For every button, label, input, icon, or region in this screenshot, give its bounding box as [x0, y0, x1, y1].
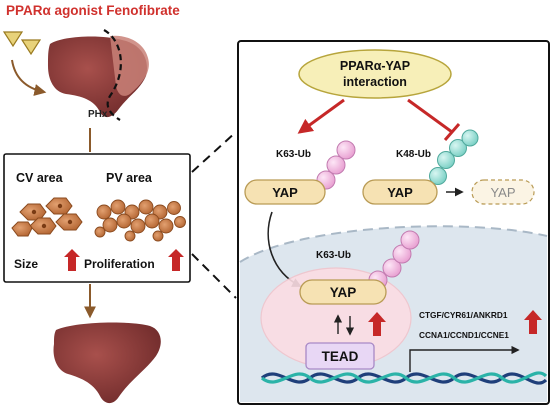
- zoom-line-top: [191, 131, 237, 173]
- up-arrow-icon-4: [524, 310, 542, 334]
- transcription-arrow: [409, 345, 520, 372]
- yap-degraded-label: YAP: [490, 185, 515, 200]
- cv-area-label: CV area: [16, 171, 64, 185]
- dna-helix-icon: [260, 371, 548, 385]
- interaction-line1: PPARα-YAP: [340, 59, 410, 73]
- hepatocyte-cluster-pv: [94, 199, 186, 242]
- up-arrow-icon-3: [368, 312, 386, 336]
- yap-k48-label: YAP: [387, 185, 413, 200]
- k48-ub-label: K48-Ub: [396, 149, 431, 160]
- drug-to-liver-arrow: [11, 59, 47, 96]
- promote-k63-arrow: [297, 98, 345, 134]
- yap-degraded-pill: [471, 179, 535, 205]
- interaction-ellipse: [298, 49, 452, 99]
- binding-arrows: [333, 314, 355, 336]
- proliferation-label: Proliferation: [84, 257, 155, 271]
- k63-ub-label-top: K63-Ub: [276, 149, 311, 160]
- yap-k63-pill: [244, 179, 326, 205]
- inhibit-k48-line: [407, 98, 461, 141]
- tead-label: TEAD: [322, 349, 359, 364]
- size-label: Size: [14, 257, 38, 271]
- tead-box: [305, 342, 375, 370]
- yap-k63-label: YAP: [272, 185, 298, 200]
- resection-line: [103, 29, 122, 121]
- interaction-line2: interaction: [343, 75, 407, 89]
- yap-k48-pill: [362, 179, 438, 205]
- k63-ub-label-nucleus: K63-Ub: [316, 250, 351, 261]
- genes-line2: CCNA1/CCND1/CCNE1: [419, 330, 509, 340]
- phx-label: PHx: [88, 109, 108, 120]
- title-text: PPARα agonist Fenofibrate: [6, 3, 180, 18]
- genes-line1: CTGF/CYR61/ANKRD1: [419, 310, 508, 320]
- k48-ubiquitin-chain-icon: [429, 129, 479, 185]
- yap-nucleus-label: YAP: [330, 285, 357, 300]
- yap-nucleus-pill: [299, 279, 387, 305]
- cv-pv-box: [3, 153, 191, 283]
- zoom-line-bottom: [191, 253, 237, 299]
- up-arrow-icon: [64, 249, 80, 271]
- liver-icon: [48, 35, 149, 118]
- pv-area-label: PV area: [106, 171, 153, 185]
- regenerated-liver-icon: [53, 322, 161, 404]
- triangle-drug-icon: [2, 31, 42, 56]
- hepatocyte-nuclei: [31, 203, 73, 229]
- up-arrow-icon-2: [168, 249, 184, 271]
